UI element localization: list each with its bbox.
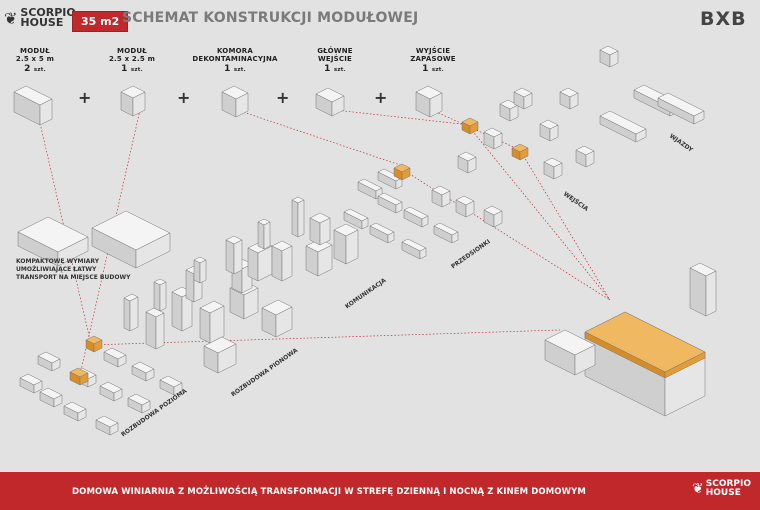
entrance-module	[599, 45, 619, 68]
assembled-exit	[689, 262, 717, 317]
module-icon	[120, 85, 146, 117]
entrance-module	[431, 185, 451, 208]
entrance-module	[483, 127, 503, 150]
horizontal-module	[159, 375, 183, 396]
corridor-module	[377, 192, 403, 214]
corridor-module	[433, 222, 459, 244]
scorpion-icon: ❦	[692, 480, 704, 497]
vertical-module	[309, 212, 331, 246]
vertical-module	[261, 299, 293, 338]
module-icon	[13, 85, 53, 126]
vertical-module	[123, 293, 139, 332]
horizontal-module	[131, 361, 155, 382]
connector-line	[519, 149, 611, 301]
highlight-module	[393, 163, 411, 181]
assembled-house-roof	[584, 311, 706, 379]
scorpion-icon: ❦	[4, 8, 18, 28]
vertical-module	[145, 307, 165, 350]
entrance-module	[559, 87, 579, 110]
vertical-module	[333, 223, 359, 265]
plus-sign: +	[177, 88, 191, 107]
horizontal-module	[103, 347, 127, 368]
plus-sign: +	[374, 88, 388, 107]
horizontal-module	[127, 393, 151, 414]
area-badge: 35 m2	[72, 11, 129, 32]
vertical-module	[291, 196, 305, 238]
plus-sign: +	[276, 88, 290, 107]
vertical-module	[271, 240, 293, 282]
assembled-entrance	[544, 329, 596, 376]
horizontal-module	[63, 401, 87, 422]
connector-line	[89, 329, 561, 346]
entrance-module	[543, 157, 563, 180]
entrance-module	[513, 87, 533, 110]
vertical-module	[203, 336, 237, 374]
driveway-module	[657, 92, 705, 125]
vertical-module	[193, 256, 207, 284]
corridor-module	[343, 208, 369, 230]
horizontal-module	[95, 415, 119, 436]
corridor-module	[377, 168, 403, 190]
highlight-module	[69, 367, 89, 386]
footer-slogan: DOMOWA WINIARNIA Z MOŻLIWOŚCIĄ TRANSFORM…	[72, 487, 586, 497]
corridor-module	[401, 238, 427, 260]
page-title: SCHEMAT KONSTRUKCJI MODUŁOWEJ	[122, 10, 419, 26]
connector-line	[431, 109, 521, 151]
corridor-module	[369, 222, 395, 244]
entrance-module	[483, 205, 503, 228]
horizontal-module	[37, 351, 61, 372]
highlight-module	[511, 143, 529, 161]
entrance-module	[539, 119, 559, 142]
module-icon	[315, 87, 345, 117]
entrance-module	[499, 99, 519, 122]
horizontal-module	[39, 387, 63, 408]
bxb-logo: BXB	[700, 8, 747, 30]
vertical-module	[247, 240, 273, 282]
horizontal-module	[99, 381, 123, 402]
vertical-module	[199, 300, 225, 344]
vertical-module	[153, 278, 167, 312]
footer-banner: DOMOWA WINIARNIA Z MOŻLIWOŚCIĄ TRANSFORM…	[0, 472, 760, 510]
entrance-module	[575, 145, 595, 168]
plus-sign: +	[78, 88, 92, 107]
highlight-module	[461, 117, 479, 135]
corridor-module	[403, 206, 429, 228]
module-name: MODUŁ	[20, 47, 50, 55]
truck-icon	[17, 216, 89, 267]
driveway-module	[599, 110, 647, 143]
module-size: 2.5 x 5 m	[15, 55, 55, 63]
vertical-module	[257, 218, 271, 250]
highlight-module	[85, 335, 103, 353]
entrance-module	[455, 195, 475, 218]
module-icon	[415, 85, 443, 118]
vertical-module	[225, 235, 243, 275]
horizontal-module	[19, 373, 43, 394]
connector-line	[334, 109, 471, 126]
transport-label: KOMPAKTOWE WYMIARY UMOŻLIWIAJĄCE ŁATWY T…	[16, 258, 131, 281]
connector-line	[399, 167, 611, 301]
connector-line	[36, 109, 91, 341]
truck-icon	[91, 210, 171, 269]
connector-line	[236, 109, 401, 166]
entrance-module	[457, 151, 477, 174]
module-icon	[221, 85, 249, 118]
